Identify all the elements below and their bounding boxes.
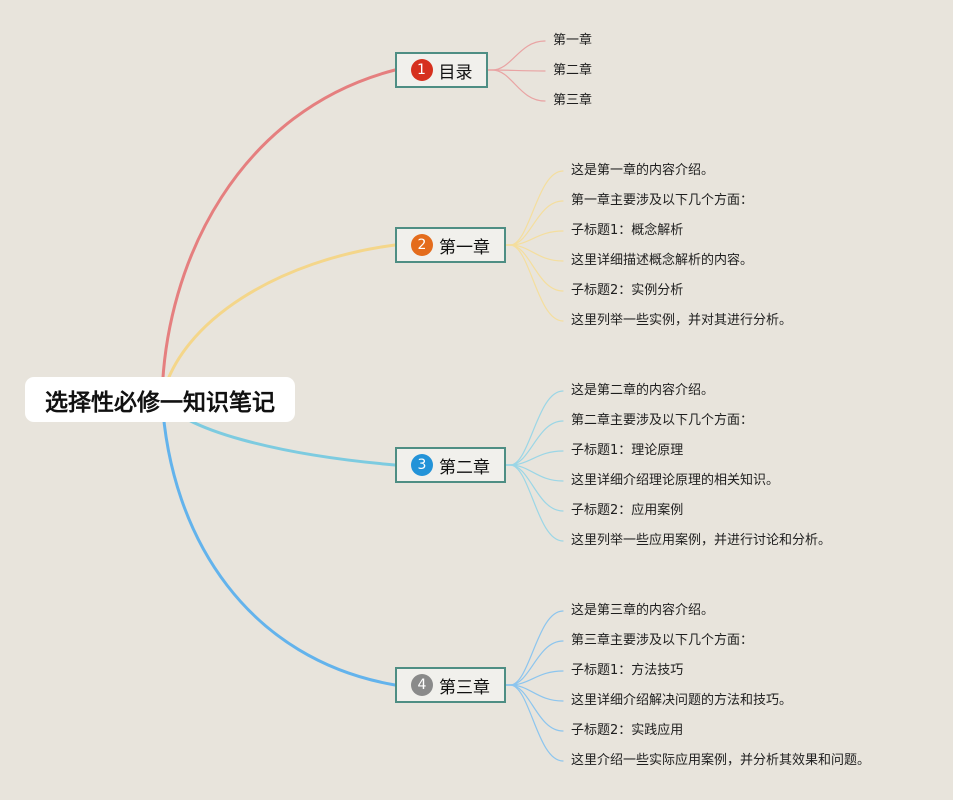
leaf-item[interactable]: 这里列举一些实例，并对其进行分析。: [571, 313, 793, 328]
leaf-item[interactable]: 子标题1：理论原理: [571, 443, 684, 458]
leaf-item[interactable]: 子标题2：实例分析: [571, 283, 684, 298]
branch-node-chapter-1[interactable]: 2 第一章: [395, 227, 506, 263]
branch-title: 第一章: [439, 237, 490, 258]
leaf-connector-line: [505, 464, 564, 542]
leaf-item[interactable]: 第三章主要涉及以下几个方面：: [571, 633, 754, 648]
root-connector-line: [160, 396, 397, 687]
leaf-item[interactable]: 第三章: [553, 93, 593, 108]
leaf-item[interactable]: 子标题1：方法技巧: [571, 663, 684, 678]
leaf-connector-line: [505, 244, 564, 322]
leaf-item[interactable]: 这里详细介绍解决问题的方法和技巧。: [571, 693, 793, 708]
leaf-item[interactable]: 第二章主要涉及以下几个方面：: [571, 413, 754, 428]
branch-node-chapter-2[interactable]: 3 第二章: [395, 447, 506, 483]
leaf-item[interactable]: 子标题2：应用案例: [571, 503, 684, 518]
leaf-connector-line: [505, 684, 564, 702]
leaf-connector-line: [505, 244, 564, 262]
number-badge-icon: 4: [411, 674, 433, 696]
leaf-item[interactable]: 第二章: [553, 63, 593, 78]
root-connector-line: [160, 243, 397, 400]
branch-title: 第二章: [439, 457, 490, 478]
root-connector-line: [160, 68, 397, 400]
leaf-connector-line: [505, 464, 564, 482]
leaf-connector-line: [487, 69, 546, 102]
root-title: 选择性必修一知识笔记: [45, 389, 275, 416]
branch-title: 目录: [438, 62, 473, 83]
leaf-item[interactable]: 这里介绍一些实际应用案例，并分析其效果和问题。: [571, 753, 871, 768]
leaf-item[interactable]: 这里详细描述概念解析的内容。: [571, 253, 754, 268]
leaf-item[interactable]: 这是第三章的内容介绍。: [571, 603, 715, 618]
leaf-connector-line: [505, 670, 564, 686]
leaf-connector-line: [487, 40, 546, 71]
leaf-item[interactable]: 这是第一章的内容介绍。: [571, 163, 715, 178]
leaf-item[interactable]: 子标题1：概念解析: [571, 223, 684, 238]
root-node[interactable]: 选择性必修一知识笔记: [25, 377, 295, 422]
leaf-connector-line: [505, 450, 564, 466]
leaf-connector-line: [505, 684, 564, 762]
leaf-connector-line: [505, 610, 564, 686]
number-badge-icon: 1: [410, 59, 433, 81]
leaf-item[interactable]: 第一章: [553, 33, 593, 48]
branch-title: 第三章: [439, 677, 490, 698]
number-badge-icon: 3: [411, 454, 433, 476]
leaf-connector-line: [505, 230, 564, 246]
leaf-item[interactable]: 子标题2：实践应用: [571, 723, 684, 738]
branch-node-contents[interactable]: 1 目录: [395, 52, 488, 88]
leaf-item[interactable]: 第一章主要涉及以下几个方面：: [571, 193, 754, 208]
leaf-connector-line: [505, 390, 564, 466]
number-badge-icon: 2: [411, 234, 433, 256]
branch-node-chapter-3[interactable]: 4 第三章: [395, 667, 506, 703]
leaf-item[interactable]: 这里详细介绍理论原理的相关知识。: [571, 473, 780, 488]
leaf-item[interactable]: 这里列举一些应用案例，并进行讨论和分析。: [571, 533, 832, 548]
leaf-item[interactable]: 这是第二章的内容介绍。: [571, 383, 715, 398]
leaf-connector-line: [505, 170, 564, 246]
